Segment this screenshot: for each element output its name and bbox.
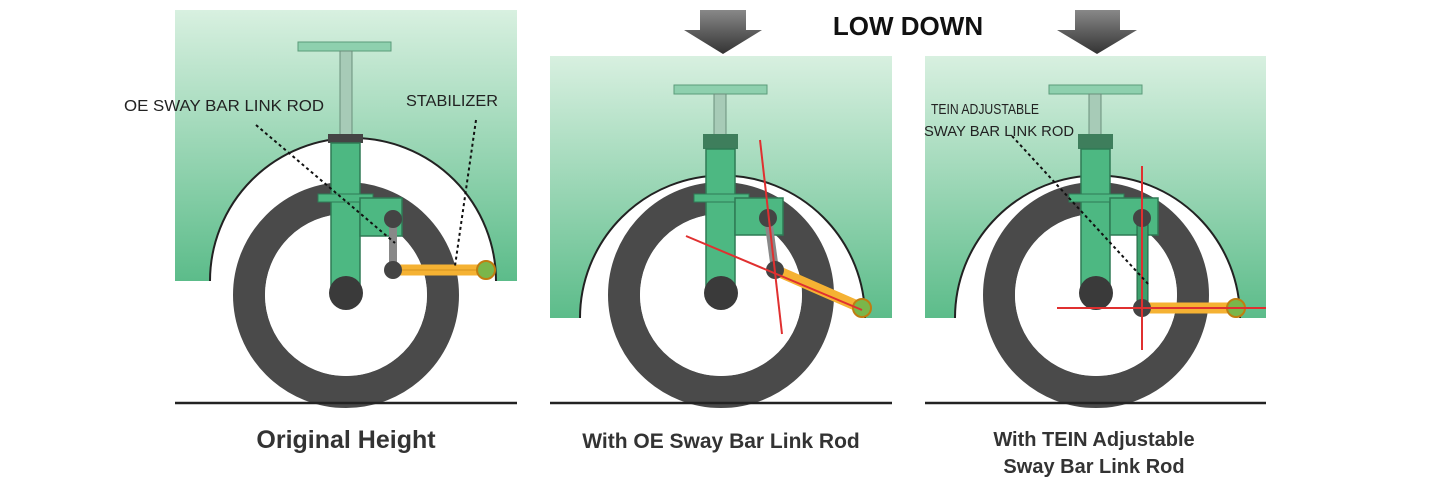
link-joint-top (384, 210, 402, 228)
hub (329, 276, 363, 310)
leader-line (454, 119, 477, 267)
strut-top-mount (1048, 84, 1143, 95)
strut-body (1080, 148, 1111, 295)
guide-line (759, 139, 783, 335)
caption-oe-link-rod: With OE Sway Bar Link Rod (582, 430, 860, 453)
strut-rod (713, 93, 727, 137)
down-arrow-icon (684, 10, 762, 54)
strut-top-mount (297, 41, 392, 52)
strut-seal (328, 134, 363, 143)
car-body (925, 56, 1266, 318)
label-tein-link-rod-line1: TEIN ADJUSTABLE (931, 101, 1039, 118)
stabilizer-end (852, 298, 872, 318)
header-title: LOW DOWN (833, 11, 983, 41)
stabilizer-bar (772, 264, 865, 314)
strut-body (705, 148, 736, 295)
label-oe-link-rod: OE SWAY BAR LINK ROD (124, 98, 324, 115)
link-joint-bottom (384, 261, 402, 279)
strut-body (330, 142, 361, 294)
panel-tein-link-rod: TEIN ADJUSTABLE SWAY BAR LINK ROD With T… (924, 56, 1266, 478)
car-body (175, 10, 517, 281)
guide-line (685, 235, 863, 311)
leader-line (1011, 135, 1151, 287)
strut-seal (703, 134, 738, 149)
strut-seal (1078, 134, 1113, 149)
down-arrow-icon (1057, 10, 1137, 54)
strut-top-mount (673, 84, 768, 95)
label-tein-link-rod-line2: SWAY BAR LINK ROD (924, 123, 1074, 140)
strut-rod (339, 50, 353, 137)
label-stabilizer: STABILIZER (406, 93, 498, 110)
strut-rod (1088, 93, 1102, 137)
car-body (550, 56, 892, 318)
leader-line (255, 124, 396, 244)
caption-tein-line1: With TEIN Adjustable (993, 429, 1194, 451)
panel-original-height: OE SWAY BAR LINK ROD STABILIZER Original… (124, 10, 517, 454)
stabilizer-end (476, 260, 496, 280)
caption-original-height: Original Height (256, 426, 436, 454)
hub (1079, 276, 1113, 310)
caption-tein-line2: Sway Bar Link Rod (1003, 456, 1184, 478)
hub (704, 276, 738, 310)
panel-oe-link-rod: With OE Sway Bar Link Rod (550, 56, 892, 453)
